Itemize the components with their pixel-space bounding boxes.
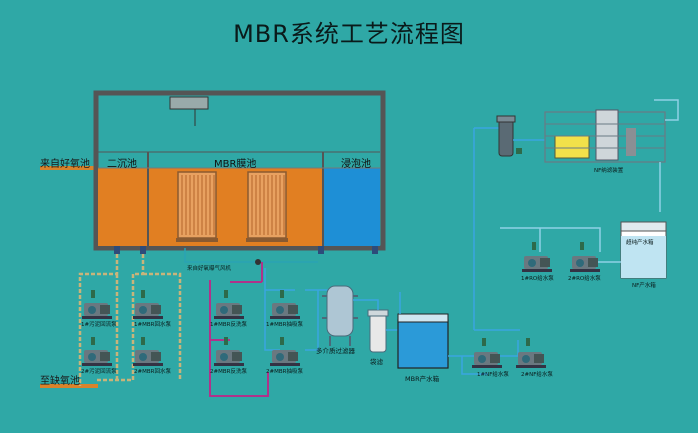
inlet-label: 来自好氧池 xyxy=(40,159,90,170)
sludge-pipe-1 xyxy=(78,254,119,386)
pump-suction-2 xyxy=(270,350,300,366)
pump-mbr-return-1 xyxy=(133,303,163,319)
tank-valves xyxy=(114,246,378,254)
pump-sludge-1-label: 1#污泥回流泵 xyxy=(81,322,117,328)
pump-sludge-2-label: 2#污泥回流泵 xyxy=(81,369,117,375)
pump-mbr-return-2-label: 2#MBR回水泵 xyxy=(134,369,171,375)
mbr-tank xyxy=(148,168,323,246)
nf-unit-label: NF纳滤装置 xyxy=(594,168,624,174)
pump-sludge-2 xyxy=(82,350,112,366)
pump-backwash-2-label: 2#MBR反洗泵 xyxy=(210,369,247,375)
membrane-module-1 xyxy=(176,171,218,242)
bag-filter-label: 袋滤 xyxy=(370,358,383,366)
crane-hoist xyxy=(169,96,209,110)
pump-nf-1 xyxy=(472,352,502,368)
pump-suction-1-label: 1#MBR抽吸泵 xyxy=(266,322,303,328)
settling-tank xyxy=(98,168,148,246)
pump-backwash-1 xyxy=(214,303,244,319)
pump-nf-1-label: 1#NF给水泵 xyxy=(477,372,509,378)
pump-ro-1-label: 1#RO给水泵 xyxy=(521,276,554,282)
mbr-tank-label: MBR产水箱 xyxy=(405,375,440,383)
bag-filter xyxy=(367,309,389,353)
filter-link-pipe xyxy=(353,299,398,331)
aeration-label: 来自好氧曝气风机 xyxy=(187,266,232,272)
pump-backwash-2 xyxy=(214,350,244,366)
pump-sludge-1 xyxy=(82,303,112,319)
nf-product-tank-shape xyxy=(620,221,667,279)
membrane-module-2 xyxy=(246,171,288,242)
aeration-pipe xyxy=(184,248,318,263)
aeration-valve xyxy=(255,259,261,265)
multi-filter-label: 多介质过滤器 xyxy=(316,347,355,355)
sludge-pipe-2 xyxy=(96,254,182,382)
nf-tank-inner-label: 超纯产水箱 xyxy=(626,240,654,246)
nf-unit-skid xyxy=(544,109,666,163)
suction-pipe xyxy=(264,268,330,351)
pump-suction-1 xyxy=(270,303,300,319)
nf-pre-filter xyxy=(496,115,516,157)
ro-feed-pipe xyxy=(500,227,621,263)
mbr-product-tank-shape xyxy=(397,313,449,369)
building-frame xyxy=(93,90,386,251)
page-title: MBR系统工艺流程图 xyxy=(233,20,465,48)
nf-to-tank-pipe xyxy=(654,99,679,212)
pump-mbr-return-2 xyxy=(133,350,163,366)
pump-ro-2 xyxy=(570,256,600,272)
nf-tank-label: NF产水箱 xyxy=(632,283,656,289)
backwash-pipe xyxy=(209,262,269,397)
section-settling-label: 二沉池 xyxy=(107,159,137,170)
multi-media-filter xyxy=(322,285,358,346)
pump-mbr-return-1-label: 1#MBR回水泵 xyxy=(134,322,171,328)
pump-backwash-1-label: 1#MBR反洗泵 xyxy=(210,322,247,328)
soak-tank xyxy=(323,168,380,246)
pump-ro-2-label: 2#RO给水泵 xyxy=(568,276,601,282)
section-mbr-label: MBR膜池 xyxy=(214,159,257,170)
pump-suction-2-label: 2#MBR抽吸泵 xyxy=(266,369,303,375)
section-soak-label: 浸泡池 xyxy=(341,159,371,170)
outlet-label: 至缺氧池 xyxy=(40,376,80,387)
pump-nf-2-label: 2#NF给水泵 xyxy=(521,372,553,378)
valve-markers xyxy=(91,148,584,346)
pump-ro-1 xyxy=(522,256,552,272)
nf-feed-pipe xyxy=(448,128,520,375)
pump-nf-2 xyxy=(516,352,546,368)
